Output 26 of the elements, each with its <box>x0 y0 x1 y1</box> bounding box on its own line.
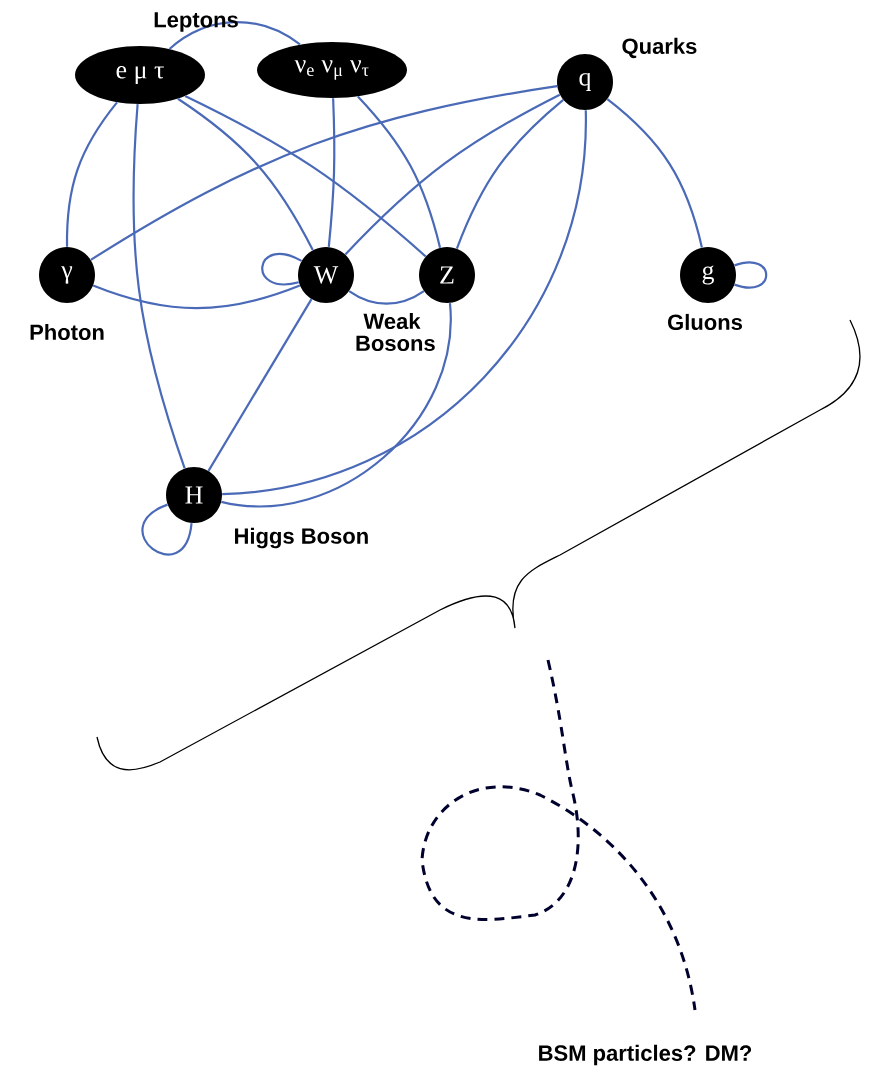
propagator-line <box>207 298 313 472</box>
propagator-line <box>455 99 564 249</box>
propagator-line <box>344 93 561 256</box>
propagator-line <box>357 95 442 248</box>
propagator-line <box>734 261 768 289</box>
node-caption: Higgs Boson <box>235 527 368 549</box>
text-label: Weak Bosons <box>356 312 435 352</box>
text-label: Leptons <box>154 12 238 32</box>
text-label: BSM particles? DM? <box>539 1044 752 1066</box>
propagator-line <box>177 97 314 251</box>
node-caption: Photon <box>30 323 104 341</box>
node-caption: Quarks <box>622 37 697 59</box>
propagator-line <box>92 284 301 310</box>
propagator-line <box>168 21 301 50</box>
propagator-line <box>90 85 558 261</box>
node-caption: Gluons <box>668 313 742 331</box>
propagator-line <box>65 101 118 247</box>
propagator-line <box>261 252 303 286</box>
propagator-line <box>184 95 427 258</box>
propagator-line <box>141 503 193 556</box>
propagator-line <box>221 303 452 508</box>
propagator-line <box>348 290 425 305</box>
propagator-line <box>132 104 186 469</box>
propagator-line <box>327 98 336 248</box>
propagator-line <box>222 110 587 496</box>
propagator-line <box>606 98 703 248</box>
